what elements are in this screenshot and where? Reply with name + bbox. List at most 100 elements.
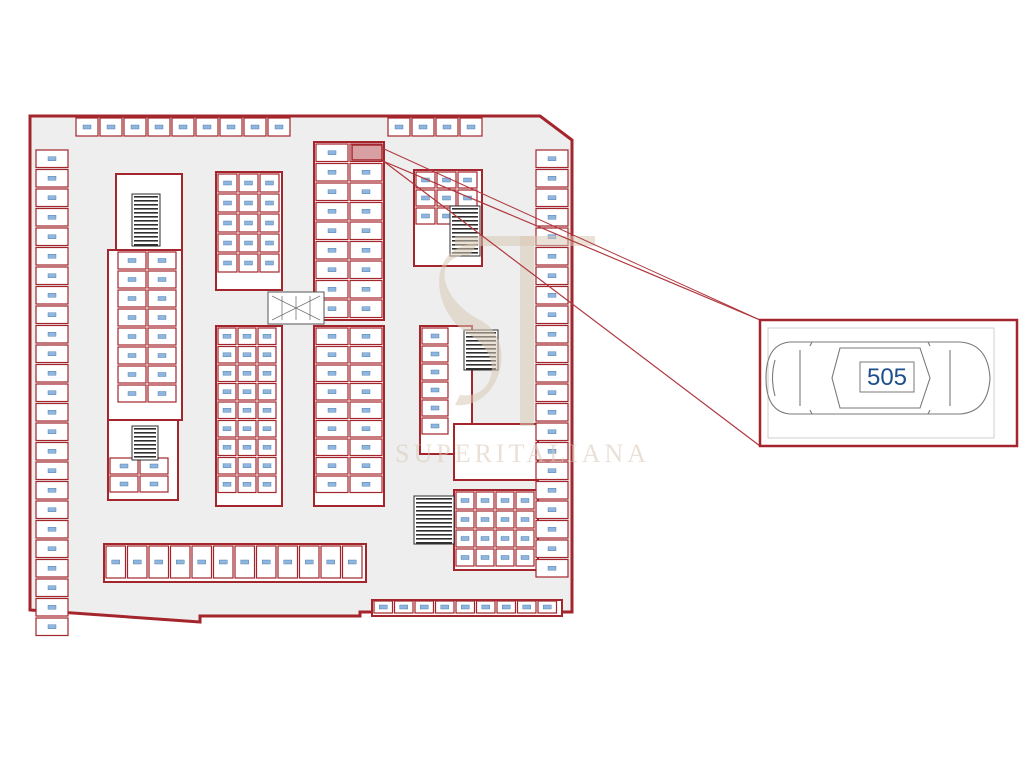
spot-number-tag [481, 604, 490, 610]
stair-step [134, 212, 158, 214]
stair-step [134, 232, 158, 234]
spot-number-tag [47, 176, 57, 181]
spot-number-tag [480, 555, 490, 560]
stair-step [134, 452, 156, 454]
spot-number-tag [157, 334, 167, 339]
spot-number-tag [244, 240, 253, 246]
spot-number-tag [430, 333, 440, 339]
spot-number-tag [430, 387, 440, 393]
spot-number-tag [127, 296, 137, 301]
spot-number-tag [262, 389, 272, 394]
spot-number-tag [547, 176, 557, 181]
stair-step [466, 364, 496, 366]
spot-number-tag [157, 258, 167, 263]
spot-number-tag [47, 273, 57, 278]
spot-number-tag [361, 445, 371, 450]
spot-number-tag [327, 482, 337, 487]
spot-number-tag [461, 604, 470, 610]
spot-number-tag [463, 177, 472, 183]
stair-step [416, 526, 452, 528]
spot-number-tag [547, 488, 557, 493]
stair-step [416, 530, 452, 532]
spot-number-tag [547, 371, 557, 376]
spot-number-tag [219, 559, 228, 565]
spot-number-tag [242, 352, 252, 357]
spot-number-tag [47, 468, 57, 473]
spot-number-tag [520, 517, 530, 522]
spot-number-tag [242, 463, 252, 468]
stair-step [416, 510, 452, 512]
callout-lines [351, 147, 761, 447]
spot-number-tag [265, 260, 274, 266]
spot-number-tag [157, 277, 167, 282]
spot-number-tag [361, 170, 371, 175]
spot-number-tag [223, 260, 232, 266]
stair-step [416, 522, 452, 524]
spot-number-tag [430, 423, 440, 429]
spot-number-tag [47, 566, 57, 571]
stair-step [416, 518, 452, 520]
spot-number-tag [157, 372, 167, 377]
spot-number-tag [47, 585, 57, 590]
spot-number-tag [547, 156, 557, 161]
spot-number-tag [327, 463, 337, 468]
stair-step [416, 514, 452, 516]
spot-number-tag [130, 124, 140, 130]
stair-step [452, 224, 478, 226]
spot-number-tag [361, 248, 371, 253]
spot-number-tag [222, 408, 232, 413]
spot-number-tag [502, 604, 511, 610]
spot-number-tag [202, 124, 212, 130]
highlighted-spot-marker[interactable] [351, 144, 383, 161]
stair-step [134, 196, 158, 198]
spot-number-tag [127, 258, 137, 263]
spot-number-tag [547, 332, 557, 337]
spot-number-tag [127, 277, 137, 282]
spot-number-tag [500, 536, 510, 541]
spot-number-tag [111, 559, 120, 565]
spot-number-tag [547, 546, 557, 551]
spot-number-tag [361, 371, 371, 376]
spot-number-tag [222, 445, 232, 450]
spot-number-tag [460, 536, 470, 541]
spot-number-tag [222, 426, 232, 431]
spot-number-tag [47, 351, 57, 356]
spot-number-tag [265, 220, 274, 226]
spot-number-tag [197, 559, 206, 565]
spot-number-tag [127, 315, 137, 320]
stair-step [134, 204, 158, 206]
spot-number-tag [47, 254, 57, 259]
spot-number-tag [460, 517, 470, 522]
spot-number-tag [327, 426, 337, 431]
spot-number-tag [223, 200, 232, 206]
spot-number-tag [327, 248, 337, 253]
spot-number-tag [265, 200, 274, 206]
spot-number-tag [127, 391, 137, 396]
spot-number-tag [520, 555, 530, 560]
spot-number-tag [47, 605, 57, 610]
spot-number-tag [242, 389, 252, 394]
spot-number-tag [47, 312, 57, 317]
spot-number-tag [327, 209, 337, 214]
spot-number-tag [47, 156, 57, 161]
stair-step [466, 344, 496, 346]
spot-number-tag [157, 391, 167, 396]
spot-number-tag [442, 177, 451, 183]
spot-number-tag [244, 200, 253, 206]
spot-number-tag [327, 334, 337, 339]
spot-number-tag [244, 180, 253, 186]
spot-number-tag [327, 267, 337, 272]
stair-step [134, 432, 156, 434]
spot-number-tag [47, 410, 57, 415]
spot-number-tag [157, 315, 167, 320]
spot-number-tag [327, 389, 337, 394]
spot-number-tag [262, 445, 272, 450]
spot-number-tag [547, 390, 557, 395]
spot-number-tag [262, 334, 272, 339]
spot-number-tag [47, 449, 57, 454]
spot-number-tag [176, 559, 185, 565]
spot-number-tag [361, 287, 371, 292]
spot-number-tag [242, 445, 252, 450]
spot-number-tag [547, 429, 557, 434]
stair-step [466, 356, 496, 358]
